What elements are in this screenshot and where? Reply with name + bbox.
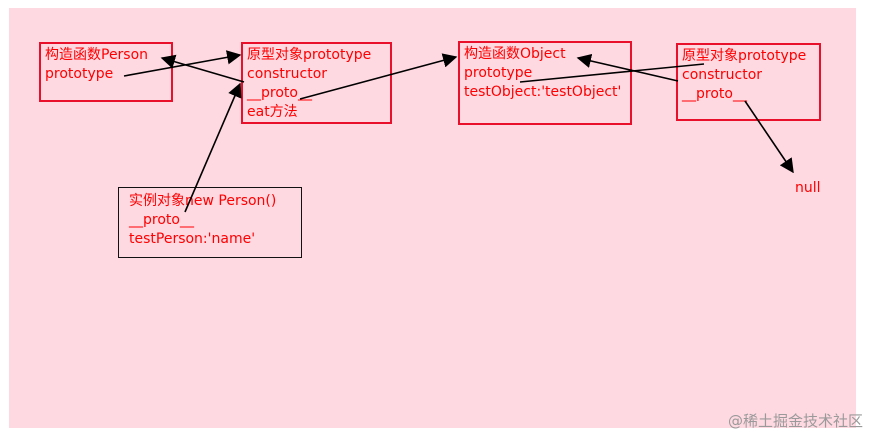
object-prototype-box: 原型对象prototype constructor __proto__	[676, 43, 821, 121]
instance-proto: __proto__	[129, 212, 194, 228]
object-prototype-constructor: constructor	[682, 67, 763, 83]
person-constructor-prototype: prototype	[45, 66, 114, 82]
person-constructor-box: 构造函数Person prototype	[39, 42, 173, 102]
person-prototype-box: 原型对象prototype constructor __proto__ eat方…	[241, 42, 392, 124]
person-prototype-title: 原型对象prototype	[247, 47, 372, 63]
person-constructor-title: 构造函数Person	[45, 47, 149, 63]
person-prototype-proto: __proto__	[247, 85, 312, 101]
object-prototype-title: 原型对象prototype	[682, 48, 807, 64]
instance-box: 实例对象new Person() __proto__ testPerson:'n…	[118, 187, 302, 258]
person-prototype-eat-method: eat方法	[247, 104, 298, 120]
object-prototype-proto: __proto__	[682, 86, 747, 102]
watermark: @稀土掘金技术社区	[727, 412, 863, 430]
instance-test-person: testPerson:'name'	[129, 231, 256, 247]
object-constructor-title: 构造函数Object	[464, 46, 566, 62]
person-prototype-constructor: constructor	[247, 66, 328, 82]
instance-title: 实例对象new Person()	[129, 193, 277, 209]
object-constructor-prototype: prototype	[464, 65, 533, 81]
object-constructor-box: 构造函数Object prototype testObject:'testObj…	[458, 41, 632, 125]
object-constructor-test-object: testObject:'testObject'	[464, 84, 622, 100]
null-label: null	[795, 180, 821, 196]
